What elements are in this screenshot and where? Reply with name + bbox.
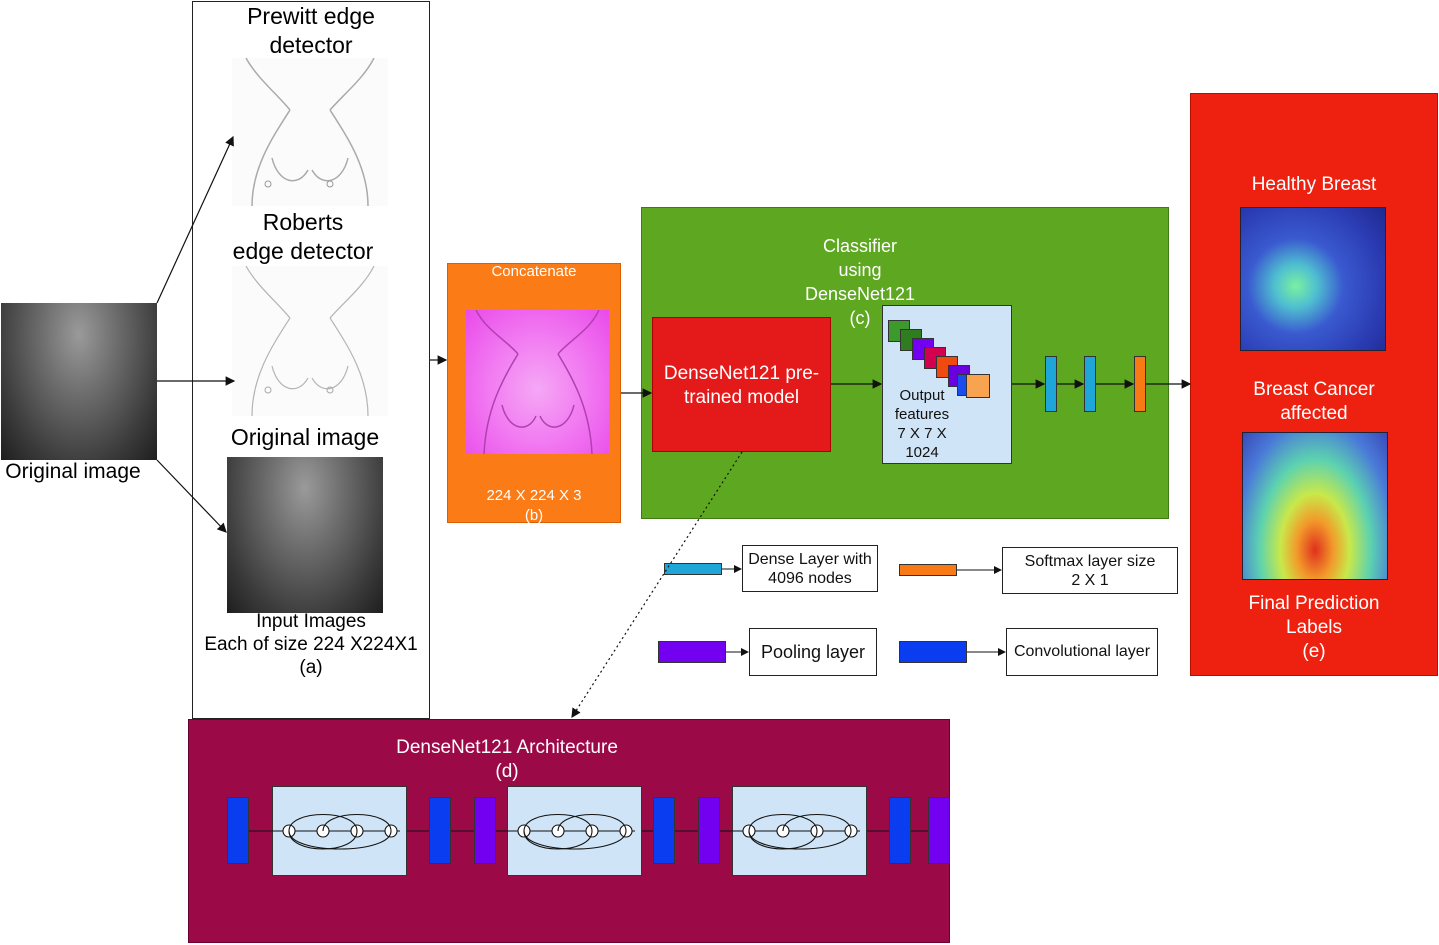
legend-dense-label: Dense Layer with 4096 nodes (748, 550, 872, 587)
original-image-label: Original image (5, 460, 141, 483)
arch-conv-1 (227, 797, 249, 864)
block-1-skip-up (288, 814, 358, 832)
dotted-link-architecture (571, 451, 743, 719)
input-images-caption: Input Images Each of size 224 X224X1 (a) (204, 611, 418, 678)
output-features-label: Output features 7 X 7 X 1024 (894, 387, 950, 461)
legend-softmax-swatch (899, 564, 957, 576)
roberts-outline (245, 265, 375, 417)
block-2-skip-down (523, 830, 627, 850)
healthy-label: Healthy Breast (1251, 174, 1377, 195)
original-thermal-image (1, 303, 157, 460)
concat-size-label: 224 X 224 X 3 (b) (486, 487, 582, 524)
block-3-skip-down-2 (748, 830, 818, 850)
arch-conv-3 (653, 797, 675, 864)
cancer-heatmap (1242, 432, 1388, 580)
block-3-skip-up-2 (782, 814, 852, 832)
legend-conv-swatch (899, 641, 967, 663)
legend-conv-label: Convolutional layer (1013, 643, 1151, 660)
concatenate-label: Concatenate (491, 263, 577, 280)
legend-softmax-label: Softmax layer size 2 X 1 (1024, 552, 1156, 589)
roberts-label: Roberts edge detector (232, 209, 374, 264)
block-2-skip-down-2 (523, 830, 593, 850)
block-1-skip-up-2 (322, 814, 392, 832)
healthy-heatmap (1240, 207, 1386, 351)
legend-pooling-swatch (658, 641, 726, 663)
legend-dense: Dense Layer with 4096 nodes (742, 545, 878, 592)
concatenated-outline (475, 309, 600, 455)
arch-pool-3 (928, 797, 950, 864)
block-3-skip-up (748, 814, 818, 832)
roberts-edge-image (232, 265, 388, 417)
legend-pooling: Pooling layer (749, 628, 877, 676)
original-image-title: Original image (230, 424, 380, 450)
arch-conv-2 (429, 797, 451, 864)
pretrained-model-label: DenseNet121 pre- trained model (663, 363, 820, 408)
softmax-layer (1134, 356, 1146, 412)
legend-dense-swatch (664, 563, 722, 575)
feature-map-8 (966, 374, 990, 398)
legend-pooling-label: Pooling layer (760, 641, 866, 662)
block-2-skip-up (523, 814, 593, 832)
dense-layer-2 (1084, 356, 1096, 412)
concatenated-image (466, 309, 609, 455)
legend-conv: Convolutional layer (1006, 628, 1158, 676)
arch-pool-2 (698, 797, 720, 864)
prewitt-label: Prewitt edge detector (247, 3, 375, 58)
architecture-chain (249, 814, 928, 850)
final-labels-label: Final Prediction Labels (e) (1248, 593, 1380, 662)
block-3-skip-down (748, 830, 852, 850)
prewitt-edge-image (232, 57, 388, 207)
arch-conv-4 (889, 797, 911, 864)
prewitt-outline (245, 57, 375, 207)
dense-layer-1 (1045, 356, 1057, 412)
block-1-skip-down (288, 830, 392, 850)
block-1-skip-down-2 (288, 830, 358, 850)
arrow-to-original (156, 459, 227, 533)
cancer-label: Breast Cancer affected (1253, 379, 1375, 424)
legend-softmax: Softmax layer size 2 X 1 (1002, 547, 1178, 594)
arrow-to-prewitt (156, 135, 234, 304)
architecture-label: DenseNet121 Architecture (d) (396, 737, 618, 782)
arch-pool-1 (474, 797, 496, 864)
pretrained-model-box (652, 317, 831, 452)
block-2-skip-up-2 (557, 814, 627, 832)
classifier-label: Classifier using DenseNet121 (c) (804, 236, 916, 328)
original-grayscale-image (227, 457, 383, 613)
